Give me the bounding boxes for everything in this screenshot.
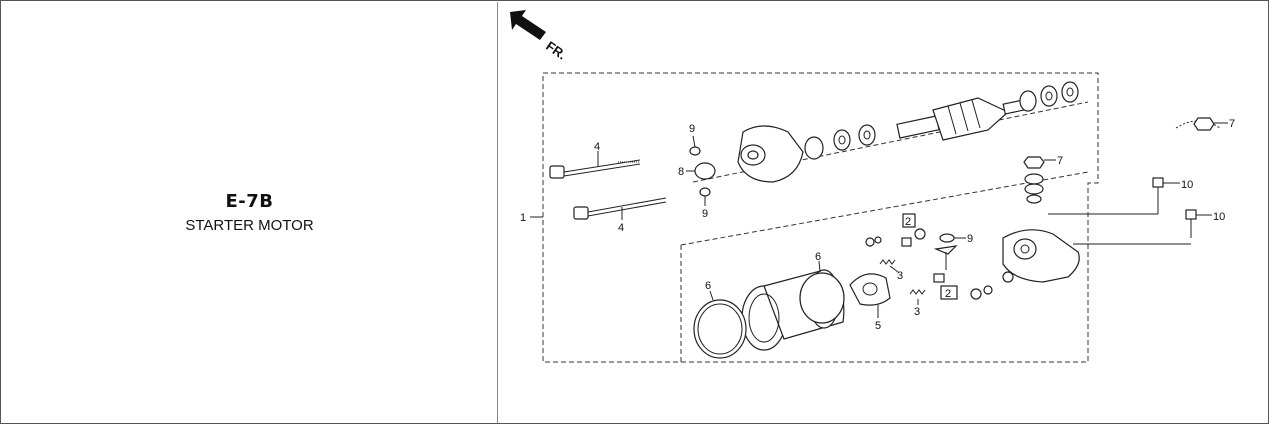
brush-left	[901, 237, 912, 247]
armature-washer-1	[1019, 90, 1037, 112]
armature-washer-3	[1061, 81, 1079, 103]
brush-holder	[849, 273, 891, 306]
callout-4a: 4	[594, 141, 600, 153]
callout-6b: 6	[815, 251, 821, 263]
front-direction-arrow: FR.	[510, 10, 569, 62]
callout-3b: 3	[914, 306, 920, 318]
pane-divider	[497, 2, 498, 423]
title-panel: E-7B STARTER MOTOR	[2, 2, 497, 423]
callout-box-2b	[940, 285, 958, 300]
terminal-stack	[1023, 156, 1045, 204]
callout-4b: 4	[618, 222, 624, 234]
washer-1	[804, 136, 824, 160]
callout-10b: 10	[1213, 211, 1225, 223]
front-bracket	[737, 125, 804, 183]
washer-9-terminal	[939, 233, 955, 243]
callout-6a: 6	[705, 280, 711, 292]
assembly-boundary	[542, 72, 1099, 363]
callout-box-2a	[902, 213, 916, 228]
washer-2	[833, 129, 851, 151]
terminal-plate	[933, 245, 958, 255]
o-ring-small-bottom	[699, 187, 711, 197]
callout-9b: 9	[702, 208, 708, 220]
exploded-view-diagram: FR. 1 4 4	[510, 10, 1235, 363]
callout-7a: 7	[1229, 118, 1235, 130]
through-bolt-upper	[549, 159, 641, 179]
spring-3-lower	[909, 289, 926, 295]
callout-9c: 9	[967, 233, 973, 245]
callout-5: 5	[875, 320, 881, 332]
armature	[896, 97, 1026, 141]
bolt-10-upper	[1152, 177, 1164, 207]
o-ring-6-front	[693, 299, 747, 359]
rear-bracket	[1002, 229, 1080, 283]
callout-1: 1	[520, 212, 526, 224]
bolt-10-lower	[1185, 209, 1197, 238]
washer-3	[858, 124, 876, 146]
assembly-boundary-inner	[680, 171, 1089, 246]
diagram-code: E-7B	[225, 191, 274, 212]
through-bolt-lower	[573, 197, 667, 220]
callout-7b: 7	[1057, 155, 1063, 167]
o-ring-small-top	[689, 146, 701, 156]
callout-9a: 9	[689, 123, 695, 135]
callout-3a: 3	[897, 270, 903, 282]
o-ring-6-rear	[799, 272, 845, 324]
callout-2a: 2	[905, 216, 911, 228]
washer-small-top	[914, 228, 926, 240]
callout-2b: 2	[945, 288, 951, 300]
washer-small-bottom	[970, 288, 982, 300]
o-ring-8	[694, 162, 716, 180]
spring-3-upper	[879, 259, 896, 265]
brush-right	[933, 273, 945, 283]
diagram-title: STARTER MOTOR	[185, 217, 314, 234]
callout-10a: 10	[1181, 179, 1193, 191]
exploded-view-panel: FR. 1 4 4	[498, 2, 1268, 423]
front-direction-label: FR.	[543, 38, 569, 62]
screw-head-top	[865, 237, 875, 247]
callout-8: 8	[678, 166, 684, 178]
armature-washer-2	[1040, 85, 1058, 107]
nut-7-outside	[1193, 117, 1215, 131]
